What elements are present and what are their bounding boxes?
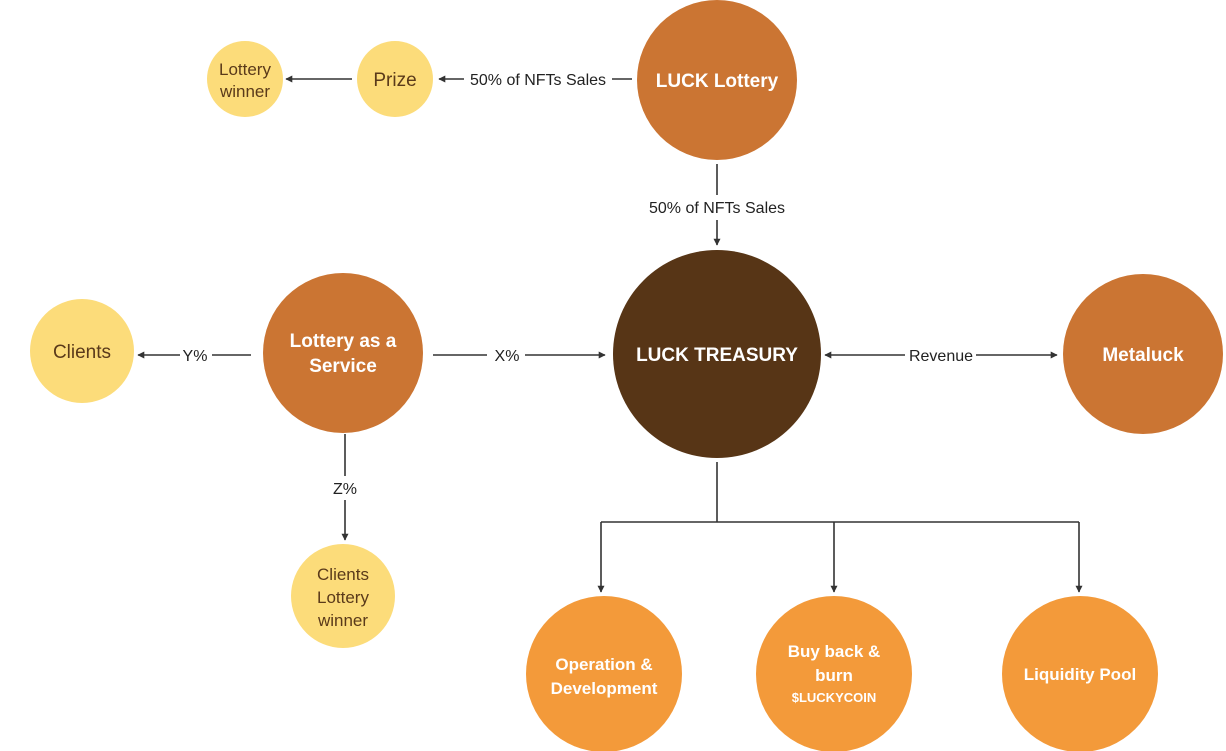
node-metaluck-label: Metaluck — [1102, 345, 1184, 366]
node-operation-line1: Operation & — [555, 655, 652, 674]
node-luck-treasury: LUCK TREASURY — [613, 250, 821, 458]
node-clients: Clients — [30, 299, 134, 403]
node-treasury-label: LUCK TREASURY — [636, 345, 798, 366]
node-luck-lottery-circle — [637, 0, 797, 160]
node-buyback-line2: burn — [815, 666, 853, 685]
edge-label-laas-to-treasury: X% — [495, 348, 520, 365]
node-clients-lottery-winner: Clients Lottery winner — [291, 544, 395, 648]
node-metaluck: Metaluck — [1063, 274, 1223, 434]
node-clients-circle — [30, 299, 134, 403]
node-lottery-winner-circle — [207, 41, 283, 117]
connectors — [137, 75, 1083, 593]
node-operation-development: Operation & Development — [526, 596, 682, 751]
node-laas-circle — [263, 273, 423, 433]
node-operation-line2: Development — [551, 679, 658, 698]
node-prize: Prize — [357, 41, 433, 117]
node-clients-winner-circle — [291, 544, 395, 648]
node-clients-winner-line1: Clients — [317, 565, 369, 584]
node-prize-label: Prize — [373, 70, 416, 91]
edge-label-laas-to-clients: Y% — [183, 348, 208, 365]
node-metaluck-circle — [1063, 274, 1223, 434]
node-lottery-winner-line1: Lottery — [219, 60, 271, 79]
edge-label-laas-to-clients-winner: Z% — [333, 481, 357, 498]
node-lottery-winner: Lottery winner — [207, 41, 283, 117]
node-buyback-circle — [756, 596, 912, 751]
node-clients-label: Clients — [53, 342, 111, 363]
edge-label-treasury-metaluck: Revenue — [909, 348, 973, 365]
node-lottery-as-a-service: Lottery as a Service — [263, 273, 423, 433]
node-laas-line2: Service — [309, 356, 377, 377]
node-buy-back-burn: Buy back & burn $LUCKYCOIN — [756, 596, 912, 751]
node-clients-winner-line3: winner — [317, 611, 368, 630]
node-liquidity-pool: Liquidity Pool — [1002, 596, 1158, 751]
node-liquidity-label: Liquidity Pool — [1024, 665, 1136, 684]
node-luck-lottery: LUCK Lottery — [637, 0, 797, 160]
node-operation-circle — [526, 596, 682, 751]
node-prize-circle — [357, 41, 433, 117]
node-treasury-circle — [613, 250, 821, 458]
node-laas-line1: Lottery as a — [290, 331, 397, 352]
edge-label-lottery-to-prize: 50% of NFTs Sales — [470, 72, 606, 89]
node-clients-winner-line2: Lottery — [317, 588, 369, 607]
node-liquidity-circle — [1002, 596, 1158, 751]
edge-labels: 50% of NFTs Sales 50% of NFTs Sales Y% X… — [183, 72, 974, 498]
node-buyback-line3: $LUCKYCOIN — [792, 690, 877, 705]
node-lottery-winner-line2: winner — [219, 82, 270, 101]
node-buyback-line1: Buy back & — [788, 642, 881, 661]
node-luck-lottery-label: LUCK Lottery — [656, 71, 779, 92]
edge-label-lottery-to-treasury: 50% of NFTs Sales — [649, 200, 785, 217]
